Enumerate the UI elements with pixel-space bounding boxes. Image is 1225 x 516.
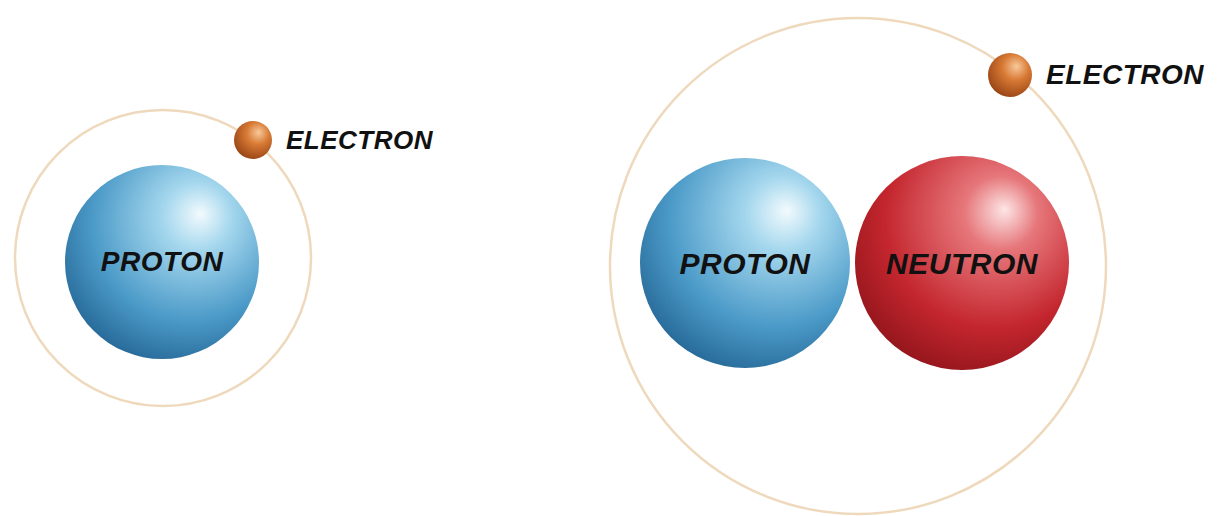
electron-particle-outline [988, 53, 1032, 97]
particle-label: ELECTRON [286, 126, 433, 155]
proton-sphere: PROTON [65, 165, 259, 359]
electron-particle-fill [988, 53, 1032, 97]
orbit-ring [610, 18, 1106, 514]
particle-label: NEUTRON [886, 247, 1038, 280]
proton-sphere-fill [640, 158, 850, 368]
proton-sphere-fill [65, 165, 259, 359]
electron-particle-fill [234, 121, 272, 159]
proton-sphere: PROTON [640, 158, 850, 368]
particle-label: ELECTRON [1046, 60, 1204, 91]
neutron-sphere: NEUTRON [855, 156, 1069, 370]
particle-label: PROTON [680, 247, 811, 280]
electron-particle-outline [234, 121, 272, 159]
orbit-ring [15, 110, 311, 406]
neutron-sphere-fill [855, 156, 1069, 370]
particle-label: PROTON [101, 247, 223, 278]
electron-particle: ELECTRON [988, 53, 1204, 97]
electron-particle: ELECTRON [234, 121, 433, 159]
